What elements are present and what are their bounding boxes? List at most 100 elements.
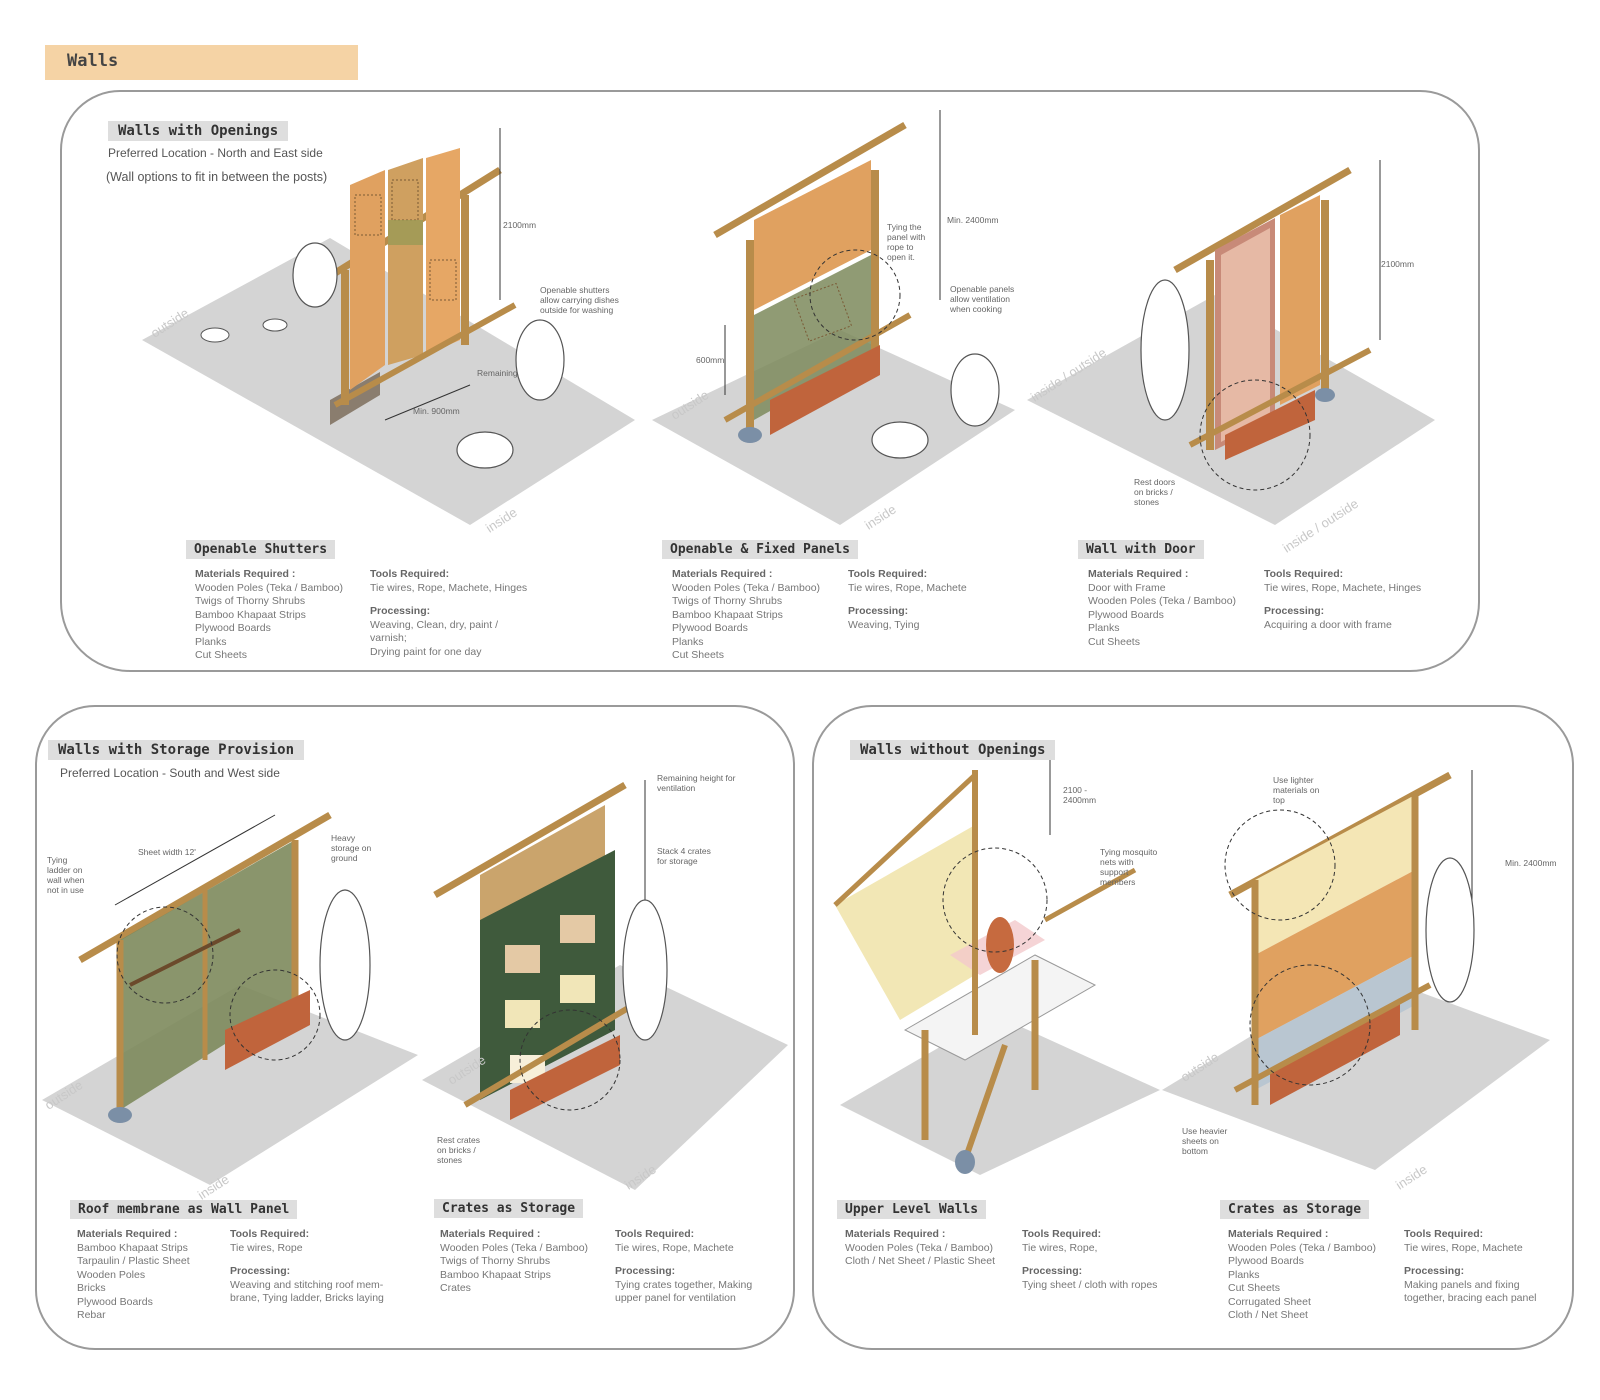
detail-circle [1199, 379, 1311, 491]
wall-with-door-tools: Tools Required: Tie wires, Rope, Machete… [1264, 568, 1422, 631]
lattice-openable [793, 282, 853, 342]
lattice-panel-1 [354, 194, 382, 236]
bottom-beam [1233, 982, 1432, 1093]
roof-membrane-materials: Materials Required : Bamboo Khapaat Stri… [77, 1228, 190, 1321]
brace-b [1043, 867, 1137, 923]
bottom-detail-circle [1249, 964, 1371, 1086]
floor-plane [652, 330, 1015, 525]
top-beam [1173, 166, 1352, 274]
bottom-beam [1188, 347, 1372, 448]
crates-storage-illustration [422, 780, 788, 1190]
walls-with-openings-panel [60, 90, 1480, 672]
storage-location: Preferred Location - South and West side [60, 766, 280, 780]
door-height-label: 2100mm [1381, 259, 1415, 269]
cloth-top [1255, 795, 1415, 955]
remaining-height-label: Remaining height for ventilation [657, 773, 736, 793]
ladder-detail-circle [116, 906, 214, 1004]
crate-box-1 [505, 945, 540, 973]
floor-plane [1162, 970, 1550, 1170]
base-stone [738, 427, 762, 443]
openings-location: Preferred Location - North and East side [108, 146, 323, 160]
upper-level-walls-tools: Tools Required: Tie wires, Rope, Process… [1022, 1228, 1158, 1291]
panels-note-label: Openable panels allow ventilation when c… [950, 284, 1015, 314]
brick-base [770, 345, 880, 435]
shutters-note-label: Openable shutters allow carrying dishes … [540, 285, 619, 315]
crate-box-3 [505, 1000, 540, 1028]
roof-membrane-title: Roof membrane as Wall Panel [70, 1200, 298, 1219]
detail-circle [809, 249, 901, 341]
wall-with-door-title: Wall with Door [1078, 540, 1204, 559]
crates-storage-tools: Tools Required: Tie wires, Rope, Machete… [615, 1228, 753, 1304]
walls-with-storage-tag: Walls with Storage Provision [48, 740, 305, 760]
stove [456, 431, 514, 469]
openable-shutters-title: Openable Shutters [186, 540, 336, 559]
openable-fixed-panels-title: Openable & Fixed Panels [662, 540, 859, 559]
layered-panels-illustration [1162, 770, 1550, 1170]
stack-crates-label: Stack 4 crates for storage [657, 846, 711, 866]
floor-plane [840, 1015, 1160, 1175]
side-panel [1280, 195, 1320, 405]
panels-tying-label: Tying the panel with rope to open it. [887, 222, 926, 262]
shutter-left [350, 170, 385, 390]
brick-base [1270, 1000, 1400, 1105]
upper-level-walls-materials: Materials Required : Wooden Poles (Teka … [845, 1228, 995, 1267]
brick-base [510, 1035, 620, 1120]
brick-base [1225, 390, 1315, 460]
person-sleeping [986, 917, 1014, 973]
openable-fixed-panels-tools: Tools Required: Tie wires, Rope, Machete… [848, 568, 967, 631]
rest-crates-label: Rest crates on bricks / stones [437, 1135, 480, 1165]
crates-storage-materials: Materials Required : Wooden Poles (Teka … [440, 1228, 589, 1294]
detail-circle [519, 1009, 621, 1111]
person-standing [622, 899, 668, 1041]
base-stone [108, 1107, 132, 1123]
roof-membrane-illustration [42, 811, 418, 1185]
wall-with-door-illustration [1027, 160, 1435, 525]
page-title: Walls [67, 51, 119, 71]
walls-without-openings-panel [812, 705, 1574, 1350]
brace-c [962, 1044, 1008, 1161]
openable-shutters-tools: Tools Required: Tie wires, Rope, Machete… [370, 568, 528, 658]
panels-min-height-label: Min. 2400mm [1505, 858, 1557, 868]
panel-upper [754, 160, 871, 310]
floor-plane [422, 965, 788, 1190]
door-leaf [1221, 228, 1270, 442]
person-seated [292, 242, 338, 308]
page-title-box: Walls [45, 45, 358, 80]
bottom-beam [463, 992, 652, 1108]
openings-note: (Wall options to fit in between the post… [106, 170, 328, 184]
openable-fixed-panels-illustration [652, 110, 1015, 525]
bottom-beam [333, 302, 517, 408]
base-stone [955, 1150, 975, 1174]
person-standing [1425, 857, 1475, 1003]
person-standing [1140, 279, 1190, 421]
shutter-right [426, 148, 460, 355]
brace-a [833, 773, 977, 907]
roof-membrane-tools: Tools Required: Tie wires, Rope Processi… [230, 1228, 384, 1304]
stove [871, 421, 929, 459]
net-sheet [835, 825, 975, 1020]
ventilation-slats [480, 805, 605, 935]
person-cooking [950, 353, 1000, 427]
ladder-rail [129, 928, 241, 987]
openable-shutters-materials: Materials Required : Wooden Poles (Teka … [195, 568, 344, 661]
person-washing [515, 319, 565, 401]
detail-circle [942, 847, 1048, 953]
wall-with-door-materials: Materials Required : Door with Frame Woo… [1088, 568, 1237, 648]
sheet-width-label: Sheet width 12' [138, 847, 196, 857]
lattice-panel-3 [429, 259, 457, 301]
top-beam [433, 781, 627, 899]
heavier-sheets-label: Use heavier sheets on bottom [1182, 1126, 1228, 1156]
shutter-mid [388, 158, 423, 365]
top-detail-circle [1224, 809, 1336, 921]
openable-fixed-panels-materials: Materials Required : Wooden Poles (Teka … [672, 568, 821, 661]
door-rest-label: Rest doors on bricks / stones [1134, 477, 1176, 507]
panel-lower [754, 255, 871, 420]
crates-storage-title: Crates as Storage [434, 1199, 584, 1218]
layered-crates-materials: Materials Required : Wooden Poles (Teka … [1228, 1228, 1377, 1321]
green-band [388, 220, 423, 245]
shutters-remaining-label: Remaining [477, 368, 518, 378]
floor-plane [42, 985, 418, 1185]
sheet-dimension [114, 814, 276, 906]
pots [200, 327, 230, 343]
ladder-note-label: Tying ladder on wall when not in use [47, 855, 85, 895]
